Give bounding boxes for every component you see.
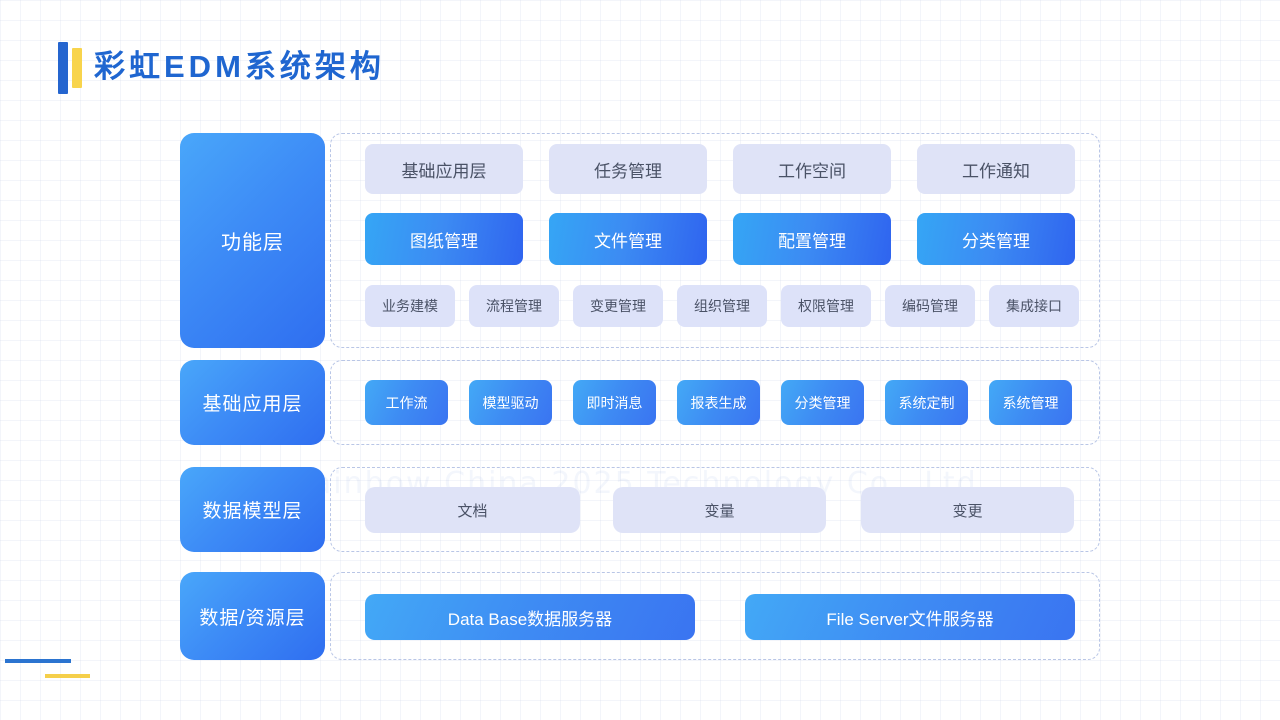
tile-文档[interactable]: 文档 [365,487,580,533]
layer-dashed-container [330,467,1100,552]
decoration-line-yellow [45,674,90,678]
tile-模型驱动[interactable]: 模型驱动 [469,380,552,425]
layer-label-foundation[interactable]: 基础应用层 [180,360,325,445]
tile-变量[interactable]: 变量 [613,487,826,533]
tile-工作流[interactable]: 工作流 [365,380,448,425]
tile-工作通知[interactable]: 工作通知 [917,144,1075,194]
title-accent-blue-bar [58,42,68,94]
decoration-line-blue [5,659,71,663]
tile-工作空间[interactable]: 工作空间 [733,144,891,194]
tile-权限管理[interactable]: 权限管理 [781,285,871,327]
tile-业务建模[interactable]: 业务建模 [365,285,455,327]
tile-data-base-server[interactable]: Data Base数据服务器 [365,594,695,640]
tile-file-server[interactable]: File Server文件服务器 [745,594,1075,640]
tile-配置管理[interactable]: 配置管理 [733,213,891,265]
tile-文件管理[interactable]: 文件管理 [549,213,707,265]
layer-dashed-container [330,572,1100,660]
tile-集成接口[interactable]: 集成接口 [989,285,1079,327]
title-accent-yellow-bar [72,48,82,88]
tile-分类管理[interactable]: 分类管理 [781,380,864,425]
tile-分类管理[interactable]: 分类管理 [917,213,1075,265]
layer-label-data-resource[interactable]: 数据/资源层 [180,572,325,660]
tile-系统管理[interactable]: 系统管理 [989,380,1072,425]
page-title: 彩虹EDM系统架构 [94,49,385,84]
tile-变更[interactable]: 变更 [861,487,1074,533]
tile-编码管理[interactable]: 编码管理 [885,285,975,327]
layer-dashed-container [330,360,1100,445]
layer-dashed-container [330,133,1100,348]
tile-基础应用层[interactable]: 基础应用层 [365,144,523,194]
layer-label-function[interactable]: 功能层 [180,133,325,348]
tile-即时消息[interactable]: 即时消息 [573,380,656,425]
layer-label-data-model[interactable]: 数据模型层 [180,467,325,552]
tile-系统定制[interactable]: 系统定制 [885,380,968,425]
tile-流程管理[interactable]: 流程管理 [469,285,559,327]
tile-报表生成[interactable]: 报表生成 [677,380,760,425]
tile-图纸管理[interactable]: 图纸管理 [365,213,523,265]
tile-变更管理[interactable]: 变更管理 [573,285,663,327]
tile-任务管理[interactable]: 任务管理 [549,144,707,194]
tile-组织管理[interactable]: 组织管理 [677,285,767,327]
